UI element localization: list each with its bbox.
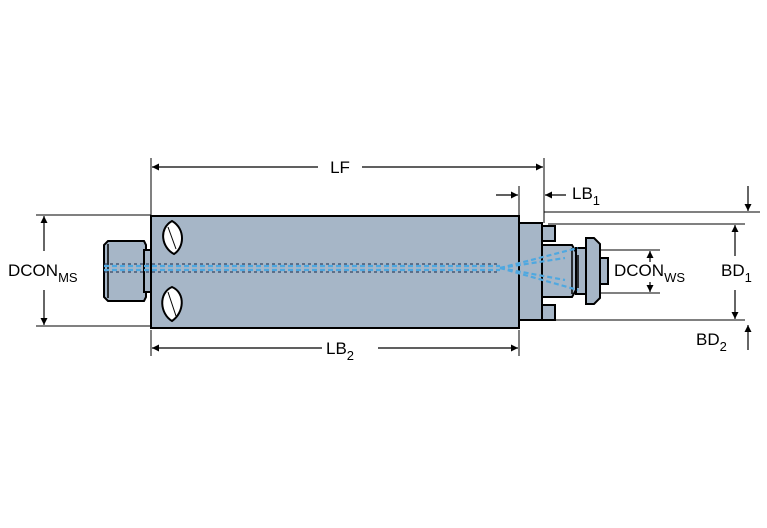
coolant-slots xyxy=(161,219,183,323)
dimension-lines xyxy=(40,163,752,352)
label-dcon-ms: DCONMS xyxy=(8,261,78,285)
nose-stud xyxy=(599,257,609,285)
label-bd2: BD2 xyxy=(696,330,727,354)
slot-top xyxy=(162,219,183,256)
coolant-channels xyxy=(104,246,579,292)
label-dcon-ws: DCONWS xyxy=(614,261,685,285)
label-lb2: LB2 xyxy=(326,339,354,363)
stud-bottom xyxy=(541,304,556,321)
stud-top xyxy=(541,225,556,242)
flange xyxy=(585,237,601,305)
label-lf: LF xyxy=(330,158,350,177)
label-lb1: LB1 xyxy=(572,184,600,208)
front-shoulder xyxy=(518,222,543,321)
label-bd1: BD1 xyxy=(721,261,752,285)
slot-shading xyxy=(167,226,177,317)
coolant-channel-edges xyxy=(104,263,500,273)
tool-body xyxy=(103,215,609,329)
